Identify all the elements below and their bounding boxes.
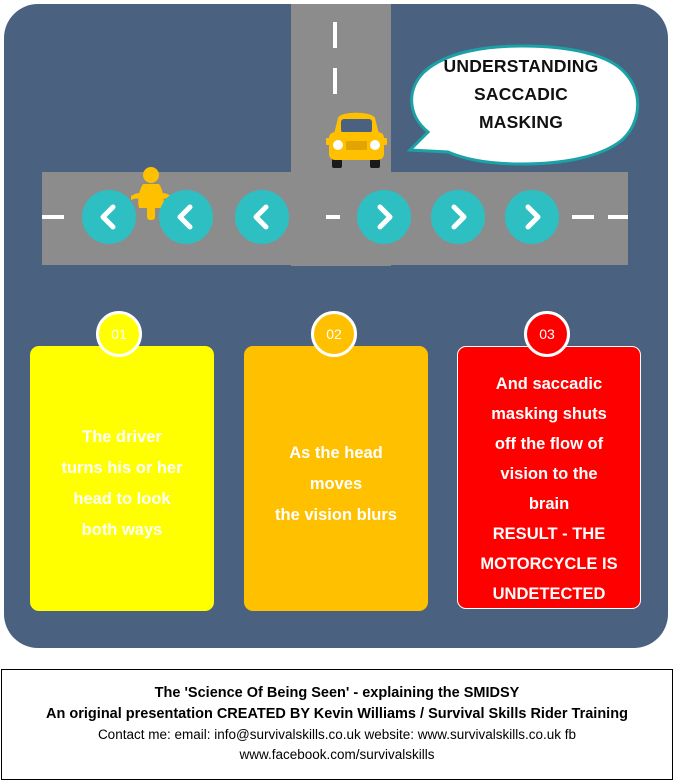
bubble-title-line: SACCADIC <box>474 84 568 104</box>
chevron-left-icon <box>159 190 213 244</box>
step-text-line: And saccadic <box>495 375 603 393</box>
step-card-3: And saccadic masking shuts off the flow … <box>457 346 641 609</box>
car-icon <box>326 112 387 168</box>
road-marking <box>42 215 64 219</box>
step-text-line: vision to the <box>500 465 598 483</box>
step-badge-2: 02 <box>311 311 357 357</box>
road-marking <box>608 215 628 219</box>
step-text-line: RESULT - THE <box>492 525 606 543</box>
chevron-right-icon <box>357 190 411 244</box>
motorcycle-rider-icon <box>131 167 171 220</box>
step-text-line: the vision blurs <box>275 506 397 524</box>
chevron-right-icon <box>505 190 559 244</box>
step-card-text: The driver turns his or her head to look… <box>30 422 214 546</box>
chevron-left-icon <box>235 190 289 244</box>
step-text-line: moves <box>309 475 363 493</box>
step-card-text: As the head moves the vision blurs <box>244 438 428 531</box>
step-badge-3: 03 <box>524 311 570 357</box>
infographic-panel: UNDERSTANDING SACCADIC MASKING <box>4 4 668 648</box>
road-marking <box>333 22 337 48</box>
chevron-left-icon <box>82 190 136 244</box>
step-number: 02 <box>326 326 342 342</box>
road-marking <box>326 215 340 219</box>
step-text-line: turns his or her <box>61 459 183 477</box>
step-card-2: As the head moves the vision blurs <box>244 346 428 611</box>
step-text-line: brain <box>528 495 570 513</box>
step-card-1: The driver turns his or her head to look… <box>30 346 214 611</box>
step-text-line: As the head <box>289 444 383 462</box>
footer-author: An original presentation CREATED BY Kevi… <box>46 706 628 722</box>
credits-footer: The 'Science Of Being Seen' - explaining… <box>1 669 673 780</box>
step-badge-1: 01 <box>96 311 142 357</box>
road-marking <box>572 215 594 219</box>
footer-facebook: www.facebook.com/survivalskills <box>239 747 435 762</box>
road-marking <box>333 68 337 94</box>
step-card-text: And saccadic masking shuts off the flow … <box>458 369 640 609</box>
footer-contact: Contact me: email: info@survivalskills.c… <box>97 727 577 742</box>
step-text-line: masking shuts <box>491 405 607 423</box>
chevron-right-icon <box>431 190 485 244</box>
step-text-line: MOTORCYCLE IS <box>480 555 618 573</box>
step-text-line: The driver <box>82 428 162 446</box>
step-number: 03 <box>539 326 555 342</box>
step-text-line: off the flow of <box>494 435 604 453</box>
footer-title: The 'Science Of Being Seen' - explaining… <box>154 685 520 701</box>
bubble-title-line: UNDERSTANDING <box>443 56 599 76</box>
speech-bubble <box>406 44 640 166</box>
step-number: 01 <box>111 326 127 342</box>
step-text-line: head to look <box>73 490 171 508</box>
bubble-title-line: MASKING <box>478 112 564 132</box>
bubble-title: UNDERSTANDING SACCADIC MASKING <box>408 52 634 136</box>
step-text-line: UNDETECTED <box>492 585 606 603</box>
step-text-line: both ways <box>81 521 163 539</box>
